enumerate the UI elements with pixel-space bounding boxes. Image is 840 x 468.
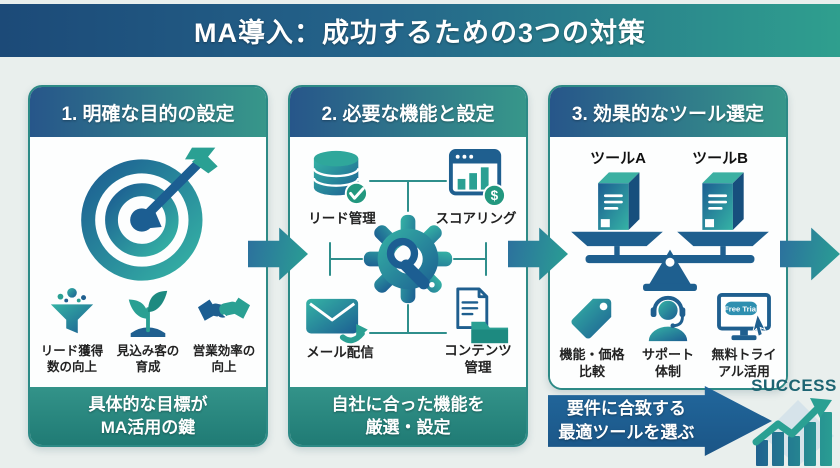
criterion-label: サポート 体制	[641, 347, 694, 379]
flow-arrow-3-icon	[780, 227, 840, 281]
card-objectives-footer-text: 具体的な目標が MA活用の鍵	[88, 395, 208, 437]
card-objectives-footer: 具体的な目標が MA活用の鍵	[30, 387, 266, 445]
software-box-a	[598, 172, 640, 230]
target-icon	[80, 143, 220, 283]
database-icon	[310, 147, 368, 212]
feature-label: リード管理	[308, 211, 376, 226]
goal-row: リード獲得 数の向上 見込み客の 育成	[35, 287, 261, 376]
feature-label: コンテンツ 管理	[444, 343, 512, 375]
criterion-label: 無料トライ アル活用	[711, 347, 777, 379]
feature-label: スコアリング	[435, 211, 517, 226]
goal-sales-efficiency: 営業効率の 向上	[187, 287, 261, 376]
connector-lines	[329, 180, 487, 334]
card-features-body: リード管理 $ スコアリング	[290, 137, 526, 387]
scoring-icon: $	[448, 147, 506, 212]
criteria-row: 機能・価格 比較 サポート 体制	[554, 293, 782, 381]
headset-icon	[630, 293, 706, 343]
gear-wrench-icon	[362, 213, 454, 310]
monitor-icon: Free Trial	[706, 293, 782, 343]
tool-b-label: ツールB	[692, 150, 748, 167]
criterion-label: 機能・価格 比較	[559, 347, 625, 379]
feature-label: メール配信	[306, 345, 374, 360]
card-objectives-body: リード獲得 数の向上 見込み客の 育成	[30, 137, 266, 387]
handshake-icon	[187, 287, 261, 339]
card-features-footer: 自社に合った機能を 厳選・設定	[290, 387, 526, 445]
free-trial-badge: Free Trial	[724, 304, 758, 313]
result-arrow-text: 要件に合致する 最適ツールを選ぶ	[558, 399, 695, 442]
card-tool-selection: 3. 効果的なツール選定 ツールA ツールB	[548, 85, 788, 390]
mail-icon	[304, 295, 368, 350]
criterion-price: 機能・価格 比較	[554, 293, 630, 381]
tool-a-label: ツールA	[590, 150, 646, 167]
card-objectives-title: 1. 明確な目的の設定	[61, 103, 235, 125]
goal-lead-acquisition: リード獲得 数の向上	[35, 287, 109, 376]
success-label: SUCCESS	[751, 376, 837, 395]
card-tool-selection-body: ツールA ツールB	[550, 137, 786, 388]
result-arrow: 要件に合致する 最適ツールを選ぶ	[548, 386, 772, 456]
sprout-icon	[111, 287, 185, 339]
page-title: MA導入：成功するための3つの対策	[193, 18, 646, 48]
card-features-title: 2. 必要な機能と設定	[321, 103, 495, 125]
goal-nurturing: 見込み客の 育成	[111, 287, 185, 376]
card-features: 2. 必要な機能と設定 リード管理	[288, 85, 528, 447]
criterion-support: サポート 体制	[630, 293, 706, 381]
software-box-b	[702, 172, 744, 230]
goal-label: 見込み客の 育成	[116, 344, 180, 375]
success-chart-icon	[752, 396, 836, 468]
goal-label: リード獲得 数の向上	[40, 344, 104, 375]
content-icon	[452, 287, 510, 350]
card-objectives-header: 1. 明確な目的の設定	[30, 87, 266, 137]
banner: MA導入：成功するための3つの対策	[0, 4, 840, 57]
price-tag-icon	[554, 293, 630, 343]
card-objectives: 1. 明確な目的の設定	[28, 85, 268, 447]
balance-scale-icon	[558, 167, 782, 296]
criterion-free-trial: Free Trial 無料トライ アル活用	[706, 293, 782, 381]
card-features-footer-text: 自社に合った機能を 厳選・設定	[331, 395, 485, 437]
card-tool-selection-title: 3. 効果的なツール選定	[571, 103, 765, 125]
card-tool-selection-header: 3. 効果的なツール選定	[550, 87, 786, 137]
svg-text:$: $	[491, 188, 499, 203]
funnel-icon	[35, 287, 109, 339]
card-features-header: 2. 必要な機能と設定	[290, 87, 526, 137]
goal-label: 営業効率の 向上	[192, 344, 256, 375]
